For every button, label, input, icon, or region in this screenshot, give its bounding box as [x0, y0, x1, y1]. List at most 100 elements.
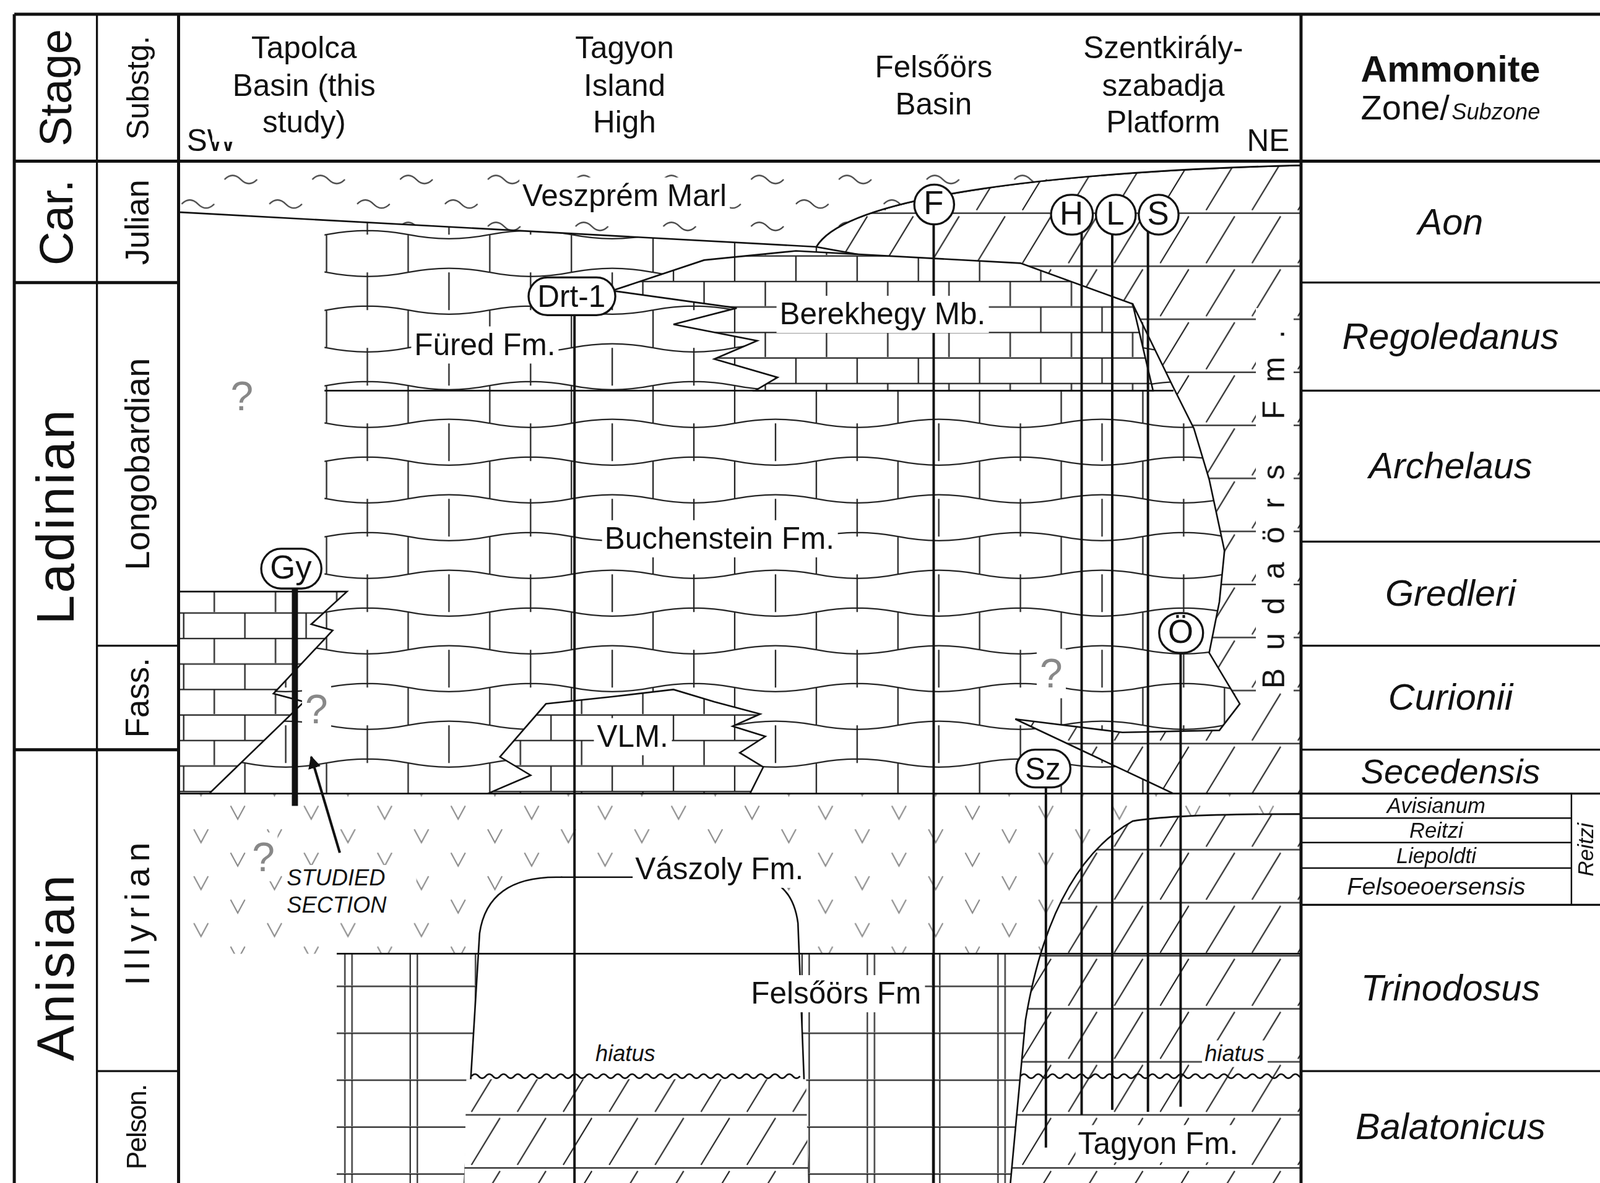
- locality-circle: Gy: [259, 547, 323, 590]
- locality-circle: L: [1094, 193, 1137, 236]
- formation-name: Budaörs Fm.: [1255, 308, 1293, 692]
- text-row: Archelaus: [1369, 446, 1533, 487]
- table-rule: [1299, 14, 1303, 1183]
- section-line: [1146, 214, 1150, 1113]
- table-rule: [1301, 904, 1600, 907]
- header-cell: Stage: [14, 14, 98, 161]
- substage-cell: Julian: [97, 160, 179, 283]
- text-row: Gredleri: [1385, 573, 1516, 615]
- header-cell-label: Ammonite: [1360, 48, 1540, 89]
- dolomite-unit: [464, 1079, 809, 1183]
- table-rule: [95, 14, 98, 1183]
- pointer-arrow: [311, 756, 340, 853]
- subzone-cell: Felsoeoersensis: [1301, 868, 1572, 905]
- table-rule: [1301, 1070, 1600, 1073]
- limestone-lens: [487, 689, 766, 794]
- formation-name: Tagyon Fm.: [1075, 1125, 1242, 1163]
- zone-cell-label: Gredleri: [1385, 573, 1516, 615]
- formation-name: Füred Fm.: [410, 326, 559, 364]
- text-row: Balatonicus: [1355, 1107, 1546, 1148]
- locality-circle: H: [1049, 193, 1094, 236]
- table-rule: [1301, 748, 1600, 751]
- stage-cell-label: Anisian: [26, 872, 85, 1061]
- formation-boundary: [324, 389, 1174, 392]
- hiatus-line: [1020, 1074, 1302, 1079]
- stage-cell: Anisian: [14, 750, 98, 1183]
- substage-cell: Illyrian: [97, 750, 179, 1072]
- section-line: [1111, 214, 1114, 1110]
- substage-cell-label: Illyrian: [118, 836, 158, 986]
- stage-cell: Ladinian: [14, 282, 98, 751]
- column-heading: Tagyon Island High: [555, 29, 694, 142]
- zone-cell-label: Reitzi: [1574, 822, 1598, 877]
- formation-name: Vászoly Fm.: [631, 850, 807, 888]
- subzone-cell-label: Avisianum: [1387, 794, 1486, 818]
- table-rule: [14, 748, 179, 752]
- studied-section-bar: [291, 568, 298, 806]
- question-mark: ?: [248, 831, 278, 882]
- table-rule: [1301, 867, 1572, 870]
- table-rule: [97, 1070, 179, 1073]
- locality-circle: S: [1137, 193, 1180, 236]
- text-row: Avisianum: [1387, 794, 1486, 818]
- locality-code: Sz: [1024, 751, 1061, 785]
- locality-circle: Sz: [1015, 748, 1072, 788]
- section-line: [932, 204, 935, 1183]
- direction-label: NE: [1244, 121, 1293, 160]
- substage-cell-label: Fass.: [120, 657, 156, 738]
- formation-name: Veszprém Marl: [519, 177, 730, 215]
- hiatus-note: hiatus: [1201, 1040, 1268, 1068]
- subzone-cell-label: Reitzi: [1409, 818, 1464, 843]
- zone-cell: Regoledanus: [1301, 282, 1600, 392]
- island-high: [464, 877, 809, 1183]
- section-line: [573, 295, 576, 1183]
- table-rule: [1301, 389, 1600, 392]
- header-cell: Substg.: [97, 14, 179, 161]
- zone-cell-label: Curionii: [1388, 677, 1513, 718]
- zone-cell-label: Regoledanus: [1342, 316, 1560, 357]
- question-mark: ?: [1036, 648, 1066, 699]
- zone-cell: Trinodosus: [1301, 904, 1600, 1072]
- hiatus-note: hiatus: [592, 1040, 659, 1068]
- zone-cell-label: Aon: [1418, 201, 1484, 243]
- zone-cell-label: Archelaus: [1369, 446, 1533, 487]
- header-cell-label: Subzone: [1451, 100, 1540, 126]
- platform-limestone: [178, 591, 348, 794]
- table-rule: [14, 159, 1600, 163]
- zone-cell: Aon: [1301, 160, 1600, 283]
- table-rule: [1301, 281, 1600, 284]
- table-rule: [1301, 842, 1572, 844]
- question-mark: ?: [227, 370, 257, 421]
- formation-name: VLM.: [593, 717, 671, 756]
- platform-high: [1010, 814, 1302, 1183]
- text-row: Felsoeoersensis: [1346, 873, 1526, 901]
- header-cell-label: Zone/: [1361, 89, 1450, 128]
- section-line: [1044, 768, 1048, 1148]
- zone-cell: Curionii: [1301, 646, 1600, 751]
- hiatus-line: [471, 1074, 801, 1079]
- substage-cell-label: Longobardian: [118, 358, 158, 571]
- text-row: Aon: [1418, 201, 1484, 243]
- header-cell-label: Substg.: [120, 35, 155, 140]
- text-row: Liepoldti: [1396, 843, 1477, 868]
- question-mark: ?: [302, 683, 332, 734]
- table-rule: [12, 14, 17, 1183]
- subzone-cell-label: Liepoldti: [1396, 843, 1477, 868]
- column-heading: Felsőörs Basin: [857, 48, 1011, 124]
- zone-cell-label: Trinodosus: [1361, 968, 1540, 1009]
- locality-code: L: [1106, 196, 1125, 233]
- locality-circle: F: [912, 183, 956, 226]
- column-heading: Szentkirály- szabadja Platform: [1065, 29, 1262, 142]
- table-rule: [1301, 540, 1600, 543]
- text-row: Reitzi: [1409, 818, 1464, 843]
- zone-cell: Balatonicus: [1301, 1071, 1600, 1183]
- substage-cell: Fass.: [97, 646, 179, 751]
- locality-circle: Ö: [1157, 611, 1204, 654]
- locality-code: S: [1147, 196, 1170, 233]
- locality-code: Gy: [269, 550, 312, 587]
- zone-cell: Archelaus: [1301, 390, 1600, 542]
- stage-cell: Car.: [14, 160, 98, 283]
- text-row: Secedensis: [1361, 752, 1541, 792]
- locality-code: Drt-1: [537, 279, 606, 313]
- subzone-cell: Liepoldti: [1301, 843, 1572, 869]
